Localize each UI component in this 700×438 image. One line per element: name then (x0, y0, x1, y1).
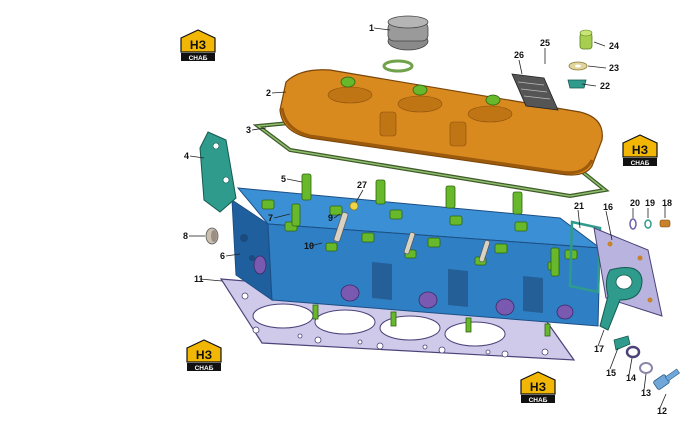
rear-plate-assembly (568, 220, 663, 331)
callout-21: 21 (574, 201, 584, 211)
callout-27: 27 (357, 180, 367, 190)
leader-lines (189, 27, 667, 409)
callout-1: 1 (369, 23, 374, 33)
callout-labels: 1234567891011121314151617181920212223242… (183, 23, 672, 416)
callout-10: 10 (304, 241, 314, 251)
callout-4: 4 (184, 151, 189, 161)
callout-26: 26 (514, 50, 524, 60)
breather-parts (567, 29, 593, 89)
callout-2: 2 (266, 88, 271, 98)
callout-8: 8 (183, 231, 188, 241)
logo-caption: СНАБ (631, 160, 650, 167)
logo-mark: НЗ (530, 380, 546, 394)
logo-house-shape (520, 371, 556, 395)
logo-house-shape (180, 29, 216, 53)
logo-right: НЗ СНАБ (622, 134, 658, 167)
fittings-18-20 (629, 218, 671, 230)
logo-caption-bar (521, 395, 555, 403)
callout-7: 7 (268, 213, 273, 223)
logo-mark: НЗ (196, 348, 212, 362)
callout-19: 19 (645, 198, 655, 208)
callout-11: 11 (194, 274, 204, 284)
callout-14: 14 (626, 373, 636, 383)
logo-house-shape (622, 134, 658, 158)
oil-filler-cap (382, 15, 429, 73)
callout-25: 25 (540, 38, 550, 48)
expansion-plug (205, 227, 219, 245)
logo-caption: СНАБ (529, 397, 548, 404)
logo-caption-bar (623, 158, 657, 166)
valve-cover (279, 69, 603, 176)
cylinder-head (231, 187, 602, 327)
callout-22: 22 (600, 81, 610, 91)
callout-12: 12 (657, 406, 667, 416)
logo-bottom-center: НЗ СНАБ (520, 371, 556, 404)
callout-16: 16 (603, 202, 613, 212)
logo-caption: СНАБ (195, 365, 214, 372)
callout-9: 9 (328, 213, 333, 223)
callout-6: 6 (220, 251, 225, 261)
callout-13: 13 (641, 388, 651, 398)
head-bolts (261, 173, 578, 337)
callout-18: 18 (662, 198, 672, 208)
logo-caption-bar (187, 363, 221, 371)
callout-15: 15 (606, 368, 616, 378)
logo-caption: СНАБ (189, 55, 208, 62)
callout-20: 20 (630, 198, 640, 208)
logo-bottom-left: НЗ СНАБ (186, 339, 222, 372)
callout-17: 17 (594, 344, 604, 354)
logo-caption-bar (181, 53, 215, 61)
side-cover-plate (199, 131, 237, 213)
logo-mark: НЗ (190, 38, 206, 52)
callout-24: 24 (609, 41, 619, 51)
callout-5: 5 (281, 174, 286, 184)
brand-logos: НЗ СНАБ НЗ СНАБ НЗ СНАБ НЗ СНАБ (180, 29, 658, 404)
callout-3: 3 (246, 125, 251, 135)
logo-house-shape (186, 339, 222, 363)
fittings-12-15 (613, 335, 680, 390)
callout-23: 23 (609, 63, 619, 73)
logo-top-left: НЗ СНАБ (180, 29, 216, 62)
logo-mark: НЗ (632, 143, 648, 157)
injectors (333, 201, 491, 263)
